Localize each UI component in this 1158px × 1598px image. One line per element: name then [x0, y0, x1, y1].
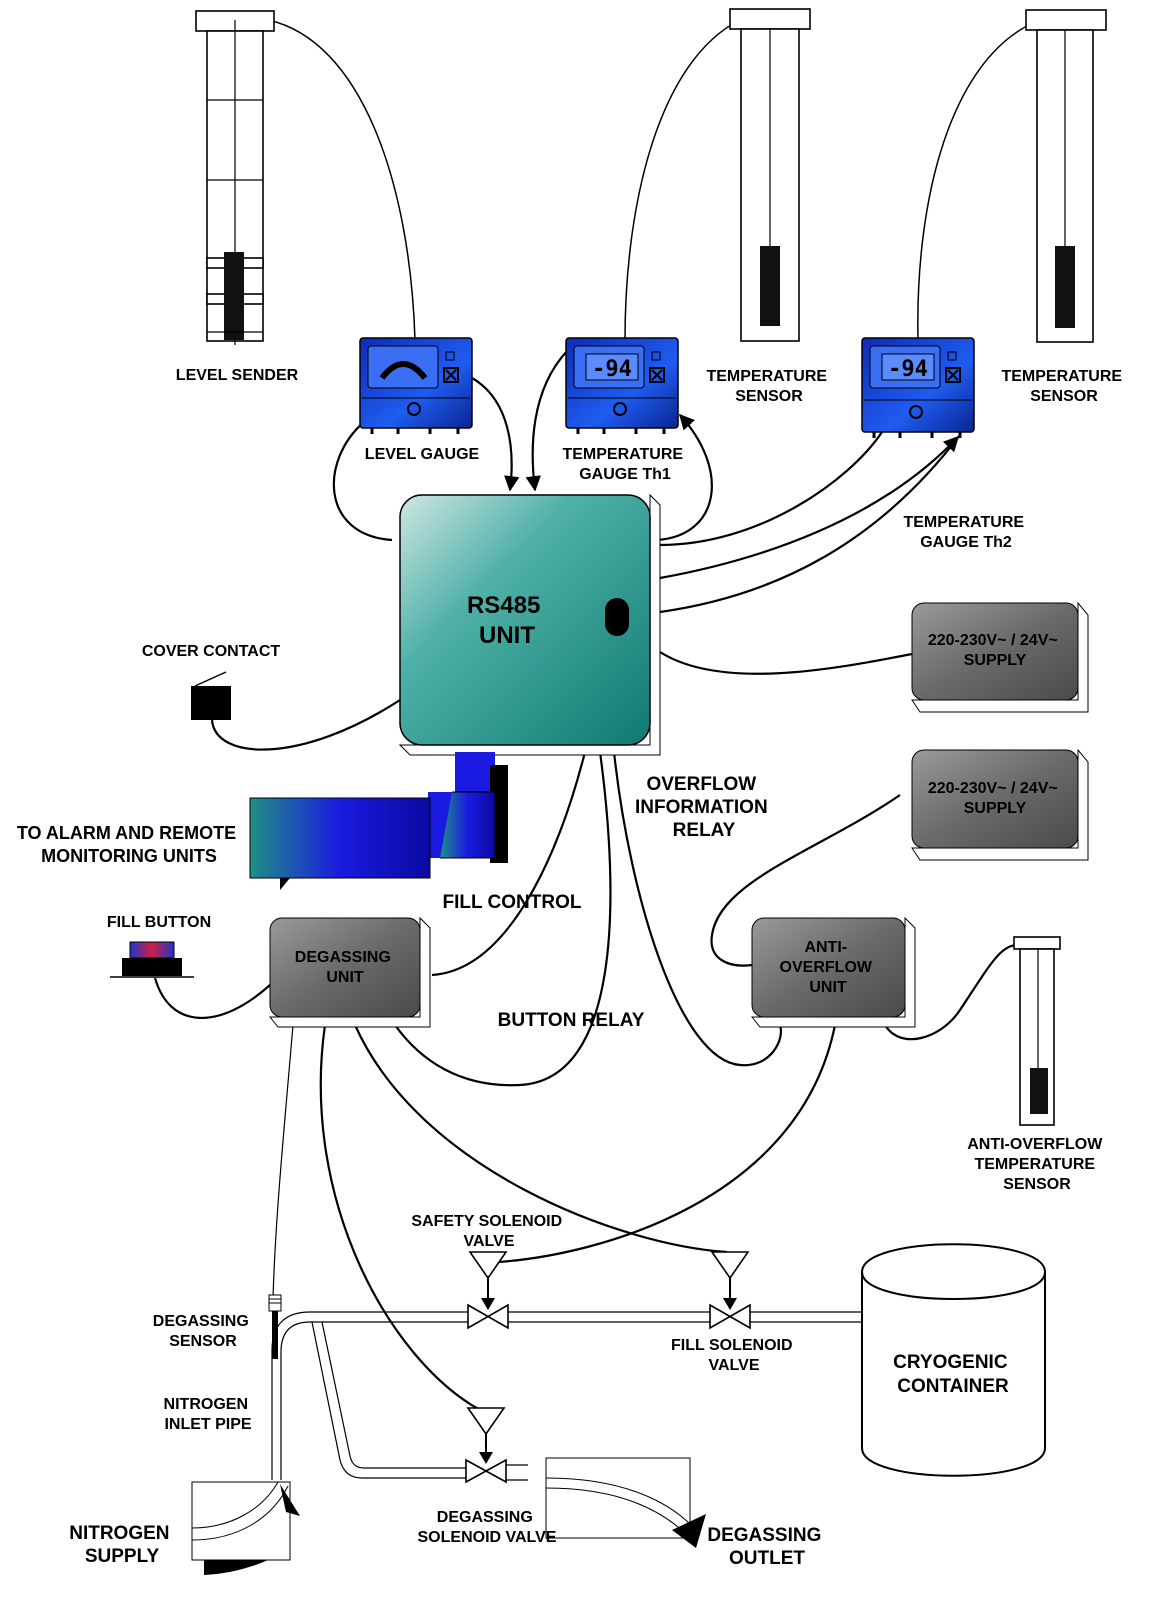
pipes: [271, 1311, 862, 1481]
nitrogen-inlet-label-2: INLET PIPE: [164, 1416, 251, 1433]
temp-sensor-2-label-2: SENSOR: [1030, 388, 1098, 405]
anti-overflow-sensor-label-3: SENSOR: [1003, 1176, 1071, 1193]
cover-contact-label: COVER CONTACT: [142, 643, 281, 660]
svg-text:DEGASSING OUTLET: DEGASSING OUTLET: [707, 1525, 826, 1569]
rs485-label-1: RS485: [467, 592, 540, 619]
degassing-unit-label-1: DEGASSING: [295, 949, 391, 966]
nitrogen-supply-label-1: NITROGEN: [69, 1523, 169, 1544]
degassing-solenoid-valve: [465, 1407, 507, 1484]
nitrogen-inlet-label-1: NITROGEN: [164, 1396, 248, 1413]
degassing-valve-label-2: SOLENOID VALVE: [418, 1529, 557, 1546]
th1-readout: -94: [592, 357, 632, 382]
overflow-relay-label-1: OVERFLOW: [646, 774, 756, 795]
th1-label-1: TEMPERATURE: [562, 446, 683, 463]
svg-text:ANTI- OVERFLOW UNI: ANTI- OVERFLOW UNIT: [780, 939, 877, 996]
level-gauge-label: LEVEL GAUGE: [365, 446, 480, 463]
fill-valve-label-2: VALVE: [709, 1357, 760, 1374]
svg-text:TEMPERATURE SENSOR: TEMPERATURE SENSOR: [1001, 368, 1126, 405]
th2-label-1: TEMPERATURE: [903, 514, 1024, 531]
degassing-outlet-label-2: OUTLET: [729, 1548, 805, 1569]
svg-text:TEMPERATURE SENSOR: TEMPERATURE SENSOR: [706, 368, 831, 405]
supply-1-label-1: 220-230V~ / 24V~: [928, 632, 1058, 649]
anti-overflow-label-1: ANTI-: [804, 939, 847, 956]
degassing-outlet: [545, 1457, 706, 1548]
safety-valve-label-1: SAFETY SOLENOID: [411, 1213, 562, 1230]
safety-solenoid-valve: [467, 1251, 509, 1330]
svg-text:NITROGEN INLET PIPE: NITROGEN INLET PIPE: [164, 1396, 253, 1433]
svg-text:SAFETY SOLENOID VALVE: SAFETY SOLENOID VALVE: [411, 1213, 566, 1250]
level-sender: [195, 10, 275, 345]
wires: [153, 19, 1036, 1411]
anti-overflow-unit: ANTI- OVERFLOW UNIT: [750, 916, 916, 1028]
degassing-unit: DEGASSING UNIT: [268, 916, 431, 1028]
degassing-sensor: [268, 1294, 282, 1359]
level-sender-label: LEVEL SENDER: [176, 367, 299, 384]
svg-text:OVERFLOW INFORMATION: OVERFLOW INFORMATION RELAY: [635, 774, 773, 841]
svg-text:FILL SOLENOID VALVE: FILL SOLENOID VALVE: [671, 1337, 797, 1374]
temp-sensor-1-label-1: TEMPERATURE: [706, 368, 827, 385]
anti-overflow-label-3: UNIT: [809, 979, 847, 996]
temp-sensor-1-label-2: SENSOR: [735, 388, 803, 405]
th1-label-2: GAUGE Th1: [579, 466, 671, 483]
degassing-sensor-label-1: DEGASSING: [153, 1313, 249, 1330]
th2-readout: -94: [888, 357, 928, 382]
th2-label-2: GAUGE Th2: [920, 534, 1012, 551]
cryogenic-container: CRYOGENIC CONTAINER: [861, 1243, 1046, 1477]
nitrogen-supply: [191, 1481, 300, 1575]
degassing-sensor-label-2: SENSOR: [169, 1333, 237, 1350]
svg-text:TEMPERATURE GAUGE Th2: TEMPERATURE GAUGE Th2: [903, 514, 1028, 551]
svg-text:ANTI-OVERFLOW TEMPERATUR: ANTI-OVERFLOW TEMPERATURE SENSOR: [967, 1136, 1107, 1193]
svg-text:TO ALARM AND REMOTE MONI: TO ALARM AND REMOTE MONITORING UNITS: [17, 823, 241, 866]
fill-valve-label-1: FILL SOLENOID: [671, 1337, 792, 1354]
temp-sensor-2-label-1: TEMPERATURE: [1001, 368, 1122, 385]
degassing-valve-label-1: DEGASSING: [437, 1509, 533, 1526]
degassing-unit-label-2: UNIT: [326, 969, 364, 986]
temperature-gauge-th2: -94: [861, 337, 975, 438]
svg-text:RS485 UNIT: RS485 UNIT: [467, 592, 547, 649]
container-label-2: CONTAINER: [897, 1376, 1009, 1397]
anti-overflow-sensor-label-2: TEMPERATURE: [974, 1156, 1095, 1173]
degassing-outlet-label-1: DEGASSING: [707, 1525, 821, 1546]
fill-button-label: FILL BUTTON: [107, 914, 211, 931]
alarm-cable: [249, 752, 508, 890]
safety-valve-label-2: VALVE: [464, 1233, 515, 1250]
anti-overflow-sensor-label-1: ANTI-OVERFLOW: [967, 1136, 1103, 1153]
temperature-sensor-1: [729, 8, 811, 342]
anti-overflow-temperature-sensor: [1013, 936, 1061, 1126]
labels: LEVEL SENDER LEVEL GAUGE TEMPERATURE GAU…: [17, 367, 1126, 1569]
supply-2-label-2: SUPPLY: [964, 800, 1027, 817]
alarm-label-2: MONITORING UNITS: [41, 846, 217, 866]
fill-control-label: FILL CONTROL: [443, 892, 582, 913]
anti-overflow-label-2: OVERFLOW: [780, 959, 873, 976]
temperature-gauge-th1: -94: [565, 337, 679, 434]
supply-2-label-1: 220-230V~ / 24V~: [928, 780, 1058, 797]
fill-solenoid-valve: [709, 1251, 751, 1330]
rs485-unit: RS485 UNIT: [398, 493, 661, 756]
supply-1-label-2: SUPPLY: [964, 652, 1027, 669]
overflow-relay-label-3: RELAY: [673, 820, 736, 841]
fill-button: [110, 941, 194, 978]
svg-text:DEGASSING SENSOR: DEGASSING SENSOR: [153, 1313, 253, 1350]
temperature-sensor-2: [1025, 9, 1107, 343]
svg-text:DEGASSING SOLENOID VALVE: DEGASSING SOLENOID VALVE: [418, 1509, 557, 1546]
rs485-label-2: UNIT: [479, 622, 535, 649]
nitrogen-supply-label-2: SUPPLY: [85, 1546, 160, 1567]
button-relay-label: BUTTON RELAY: [498, 1010, 645, 1031]
level-gauge: [359, 337, 473, 434]
overflow-relay-label-2: INFORMATION: [635, 797, 768, 818]
supply-unit-1: 220-230V~ / 24V~ SUPPLY: [911, 601, 1089, 713]
cover-contact: [191, 671, 231, 720]
svg-text:220-230V~ / 24V~ SUPPLY: 220-230V~ / 24V~ SUPPLY: [928, 780, 1062, 817]
svg-text:CRYOGENIC CONTAINER: CRYOGENIC CONTAINER: [893, 1352, 1013, 1397]
svg-text:DEGASSING UNIT: DEGASSING UNIT: [295, 949, 395, 986]
supply-unit-2: 220-230V~ / 24V~ SUPPLY: [911, 748, 1089, 861]
container-label-1: CRYOGENIC: [893, 1352, 1008, 1373]
svg-text:NITROGEN SUPPLY: NITROGEN SUPPLY: [69, 1523, 175, 1567]
svg-text:TEMPERATURE GAUGE Th1: TEMPERATURE GAUGE Th1: [562, 446, 687, 483]
svg-text:220-230V~ / 24V~ SUPPLY: 220-230V~ / 24V~ SUPPLY: [928, 632, 1062, 669]
alarm-label-1: TO ALARM AND REMOTE: [17, 823, 236, 843]
